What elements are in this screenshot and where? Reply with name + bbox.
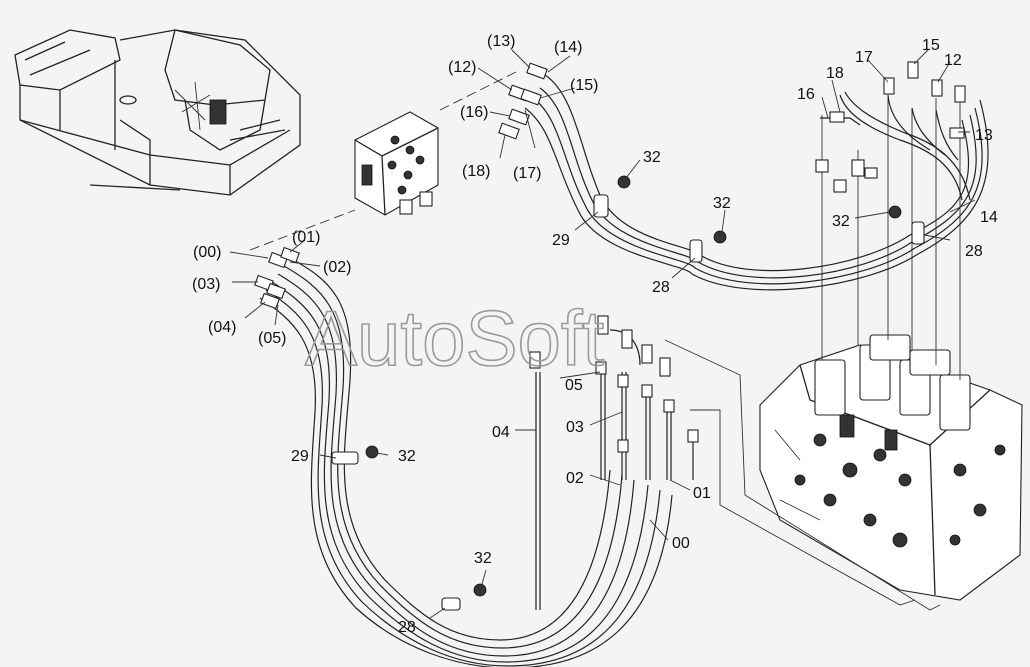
callout-29-upper: 29 (552, 232, 570, 249)
pilot-valve-block (249, 69, 521, 251)
callout-17-paren: (17) (513, 165, 541, 182)
callout-15: 15 (922, 37, 940, 54)
callout-01-paren: (01) (292, 229, 320, 246)
hose-bundle-upper (524, 74, 989, 291)
watermark: AutoSoft (305, 294, 605, 382)
callout-18: 18 (826, 65, 844, 82)
callout-03: 03 (566, 419, 584, 436)
callout-28-bottom: 28 (398, 619, 416, 636)
callout-17: 17 (855, 49, 873, 66)
callout-32-bottom: 32 (474, 550, 492, 567)
callout-32-right: 32 (832, 213, 850, 230)
callout-32-left: 32 (398, 448, 416, 465)
clamps-and-bolts (331, 175, 925, 611)
callout-02: 02 (566, 470, 584, 487)
callout-29-lower: 29 (291, 448, 309, 465)
callout-04: 04 (492, 424, 510, 441)
callout-28-middle: 28 (652, 279, 670, 296)
callout-16-paren: (16) (460, 104, 488, 121)
callout-16: 16 (797, 86, 815, 103)
callout-14: 14 (980, 209, 998, 226)
callout-18-paren: (18) (462, 163, 490, 180)
excavator-thumbnail (14, 29, 301, 196)
callout-12-paren: (12) (448, 59, 476, 76)
callout-00: 00 (672, 535, 690, 552)
callout-01: 01 (693, 485, 711, 502)
leader-lines (229, 49, 976, 619)
callout-32-upper-mid: 32 (713, 195, 731, 212)
callout-13: 13 (975, 127, 993, 144)
callout-28-right: 28 (965, 243, 983, 260)
callout-03-paren: (03) (192, 276, 220, 293)
callout-13-paren: (13) (487, 33, 515, 50)
callout-04-paren: (04) (208, 319, 236, 336)
hose-bundle-lower (259, 257, 694, 667)
callout-14-paren: (14) (554, 39, 582, 56)
callout-00-paren: (00) (193, 244, 221, 261)
callout-05-paren: (05) (258, 330, 286, 347)
callout-05: 05 (565, 377, 583, 394)
callout-32-top: 32 (643, 149, 661, 166)
callout-02-paren: (02) (323, 259, 351, 276)
callout-12: 12 (944, 52, 962, 69)
fittings (254, 61, 966, 453)
callout-15-paren: (15) (570, 77, 598, 94)
callout-labels: (13) (14) (12) (15) (16) (18) (17) (00) … (192, 33, 998, 636)
control-valve (759, 334, 1023, 601)
